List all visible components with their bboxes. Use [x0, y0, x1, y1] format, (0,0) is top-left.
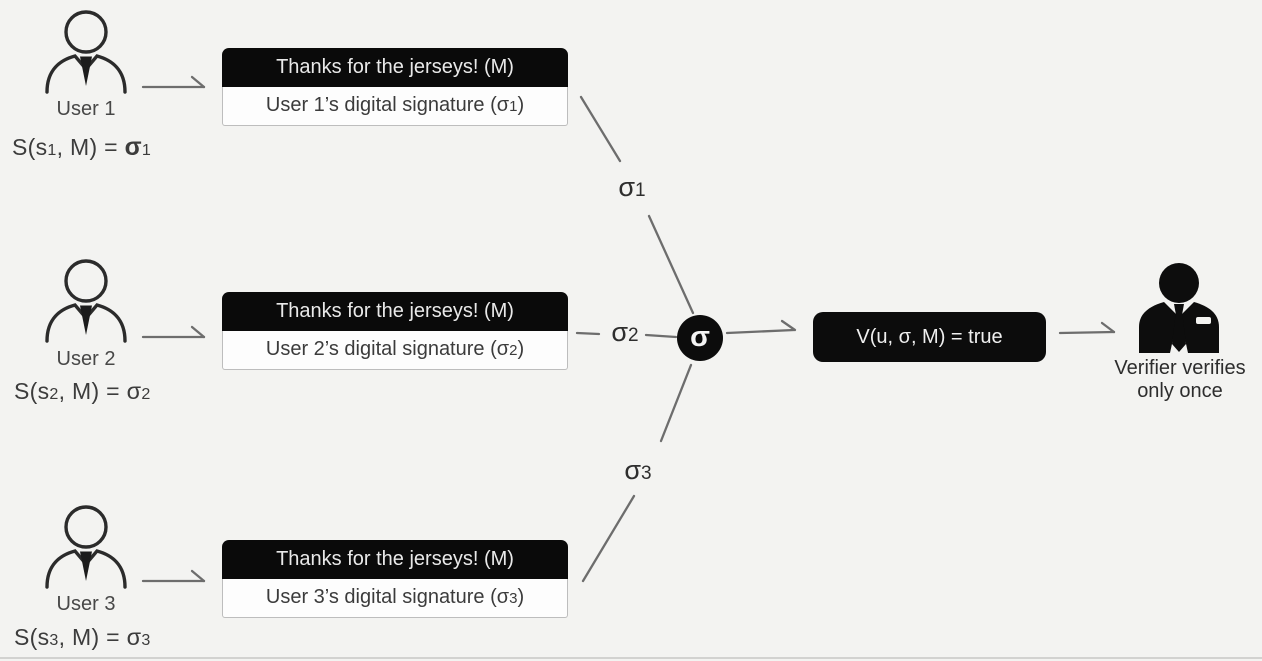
arrow-circle-to-verify [725, 328, 796, 335]
verifier-caption-line1: Verifier verifies [1114, 357, 1246, 379]
user2-signature-row: User 2’s digital signature (σ2) [222, 331, 568, 370]
signature-subscript: 2 [509, 342, 518, 359]
user2-label: User 2 [56, 348, 116, 370]
formula-mid: , M) = [58, 378, 127, 404]
message-header: Thanks for the jerseys! (M) [222, 292, 568, 331]
sigma-subscript: 2 [628, 325, 639, 346]
user3-person-icon [42, 503, 132, 589]
line-sigma2-b [644, 333, 678, 339]
sigma-symbol: σ [618, 172, 636, 202]
user3-message-box: Thanks for the jerseys! (M) User 3’s dig… [222, 540, 568, 618]
signature-close: ) [517, 94, 525, 116]
user3-signature-row: User 3’s digital signature (σ3) [222, 579, 568, 618]
arrowhead-user1 [190, 75, 206, 89]
user2-person-icon [42, 257, 132, 343]
formula-key-subscript: 1 [47, 141, 57, 159]
formula-sigma: σ [124, 134, 142, 161]
verification-result-box: V(u, σ, M) = true [813, 312, 1046, 362]
signature-close: ) [517, 338, 525, 360]
formula-key-subscript: 2 [49, 385, 59, 403]
sigma3-line-label: σ3 [614, 455, 662, 486]
signature-text: User 3’s digital signature (σ [265, 586, 510, 608]
arrowhead-verify [780, 319, 797, 332]
user1-signing-formula: S(s1, M) = σ1 [12, 134, 151, 162]
sigma-subscript: 3 [641, 463, 652, 484]
user1-label: User 1 [56, 98, 116, 120]
sigma-subscript: 1 [635, 180, 646, 201]
signature-subscript: 3 [509, 590, 518, 607]
sigma2-line-label: σ2 [602, 317, 648, 348]
formula-sigma: σ [126, 624, 142, 650]
line-sigma1-b [647, 214, 695, 315]
verifier-caption: Verifier verifies only once [1094, 357, 1262, 403]
aggregate-sigma-circle: σ [677, 315, 723, 361]
bottom-edge-line [0, 657, 1262, 659]
formula-pre: S(s [12, 134, 48, 160]
formula-pre: S(s [14, 624, 50, 650]
message-header: Thanks for the jerseys! (M) [222, 540, 568, 579]
line-sigma3-a [581, 494, 636, 583]
sigma1-line-label: σ1 [608, 172, 656, 203]
user1-message-box: Thanks for the jerseys! (M) User 1’s dig… [222, 48, 568, 126]
signature-close: ) [517, 586, 525, 608]
user1-signature-row: User 1’s digital signature (σ1) [222, 87, 568, 126]
arrowhead-verifier [1100, 321, 1116, 334]
user1-person-icon [42, 8, 132, 94]
line-sigma1-a [579, 95, 622, 163]
formula-sigma-subscript: 2 [141, 385, 151, 403]
formula-sigma: σ [126, 378, 142, 404]
user2-message-box: Thanks for the jerseys! (M) User 2’s dig… [222, 292, 568, 370]
sigma-symbol: σ [611, 317, 629, 347]
verifier-caption-line2: only once [1137, 380, 1223, 402]
signature-text: User 1’s digital signature (σ [265, 94, 510, 116]
signature-subscript: 1 [509, 98, 518, 115]
arrowhead-user3 [190, 569, 206, 583]
user2-signing-formula: S(s2, M) = σ2 [14, 378, 151, 405]
signature-text: User 2’s digital signature (σ [265, 338, 510, 360]
line-sigma3-b [659, 363, 693, 443]
sigma-symbol: σ [624, 455, 642, 485]
user3-label: User 3 [56, 593, 116, 615]
message-header: Thanks for the jerseys! (M) [222, 48, 568, 87]
user3-signing-formula: S(s3, M) = σ3 [14, 624, 151, 651]
formula-sigma-subscript: 1 [141, 141, 152, 159]
formula-key-subscript: 3 [49, 631, 59, 649]
verifier-person-icon [1134, 261, 1222, 355]
arrow-verify-to-verifier [1058, 330, 1116, 335]
formula-pre: S(s [14, 378, 50, 404]
formula-sigma-subscript: 3 [141, 631, 151, 649]
line-sigma2-a [575, 331, 601, 336]
arrowhead-user2 [190, 325, 206, 339]
formula-mid: , M) = [58, 624, 127, 650]
formula-mid: , M) = [56, 134, 125, 160]
